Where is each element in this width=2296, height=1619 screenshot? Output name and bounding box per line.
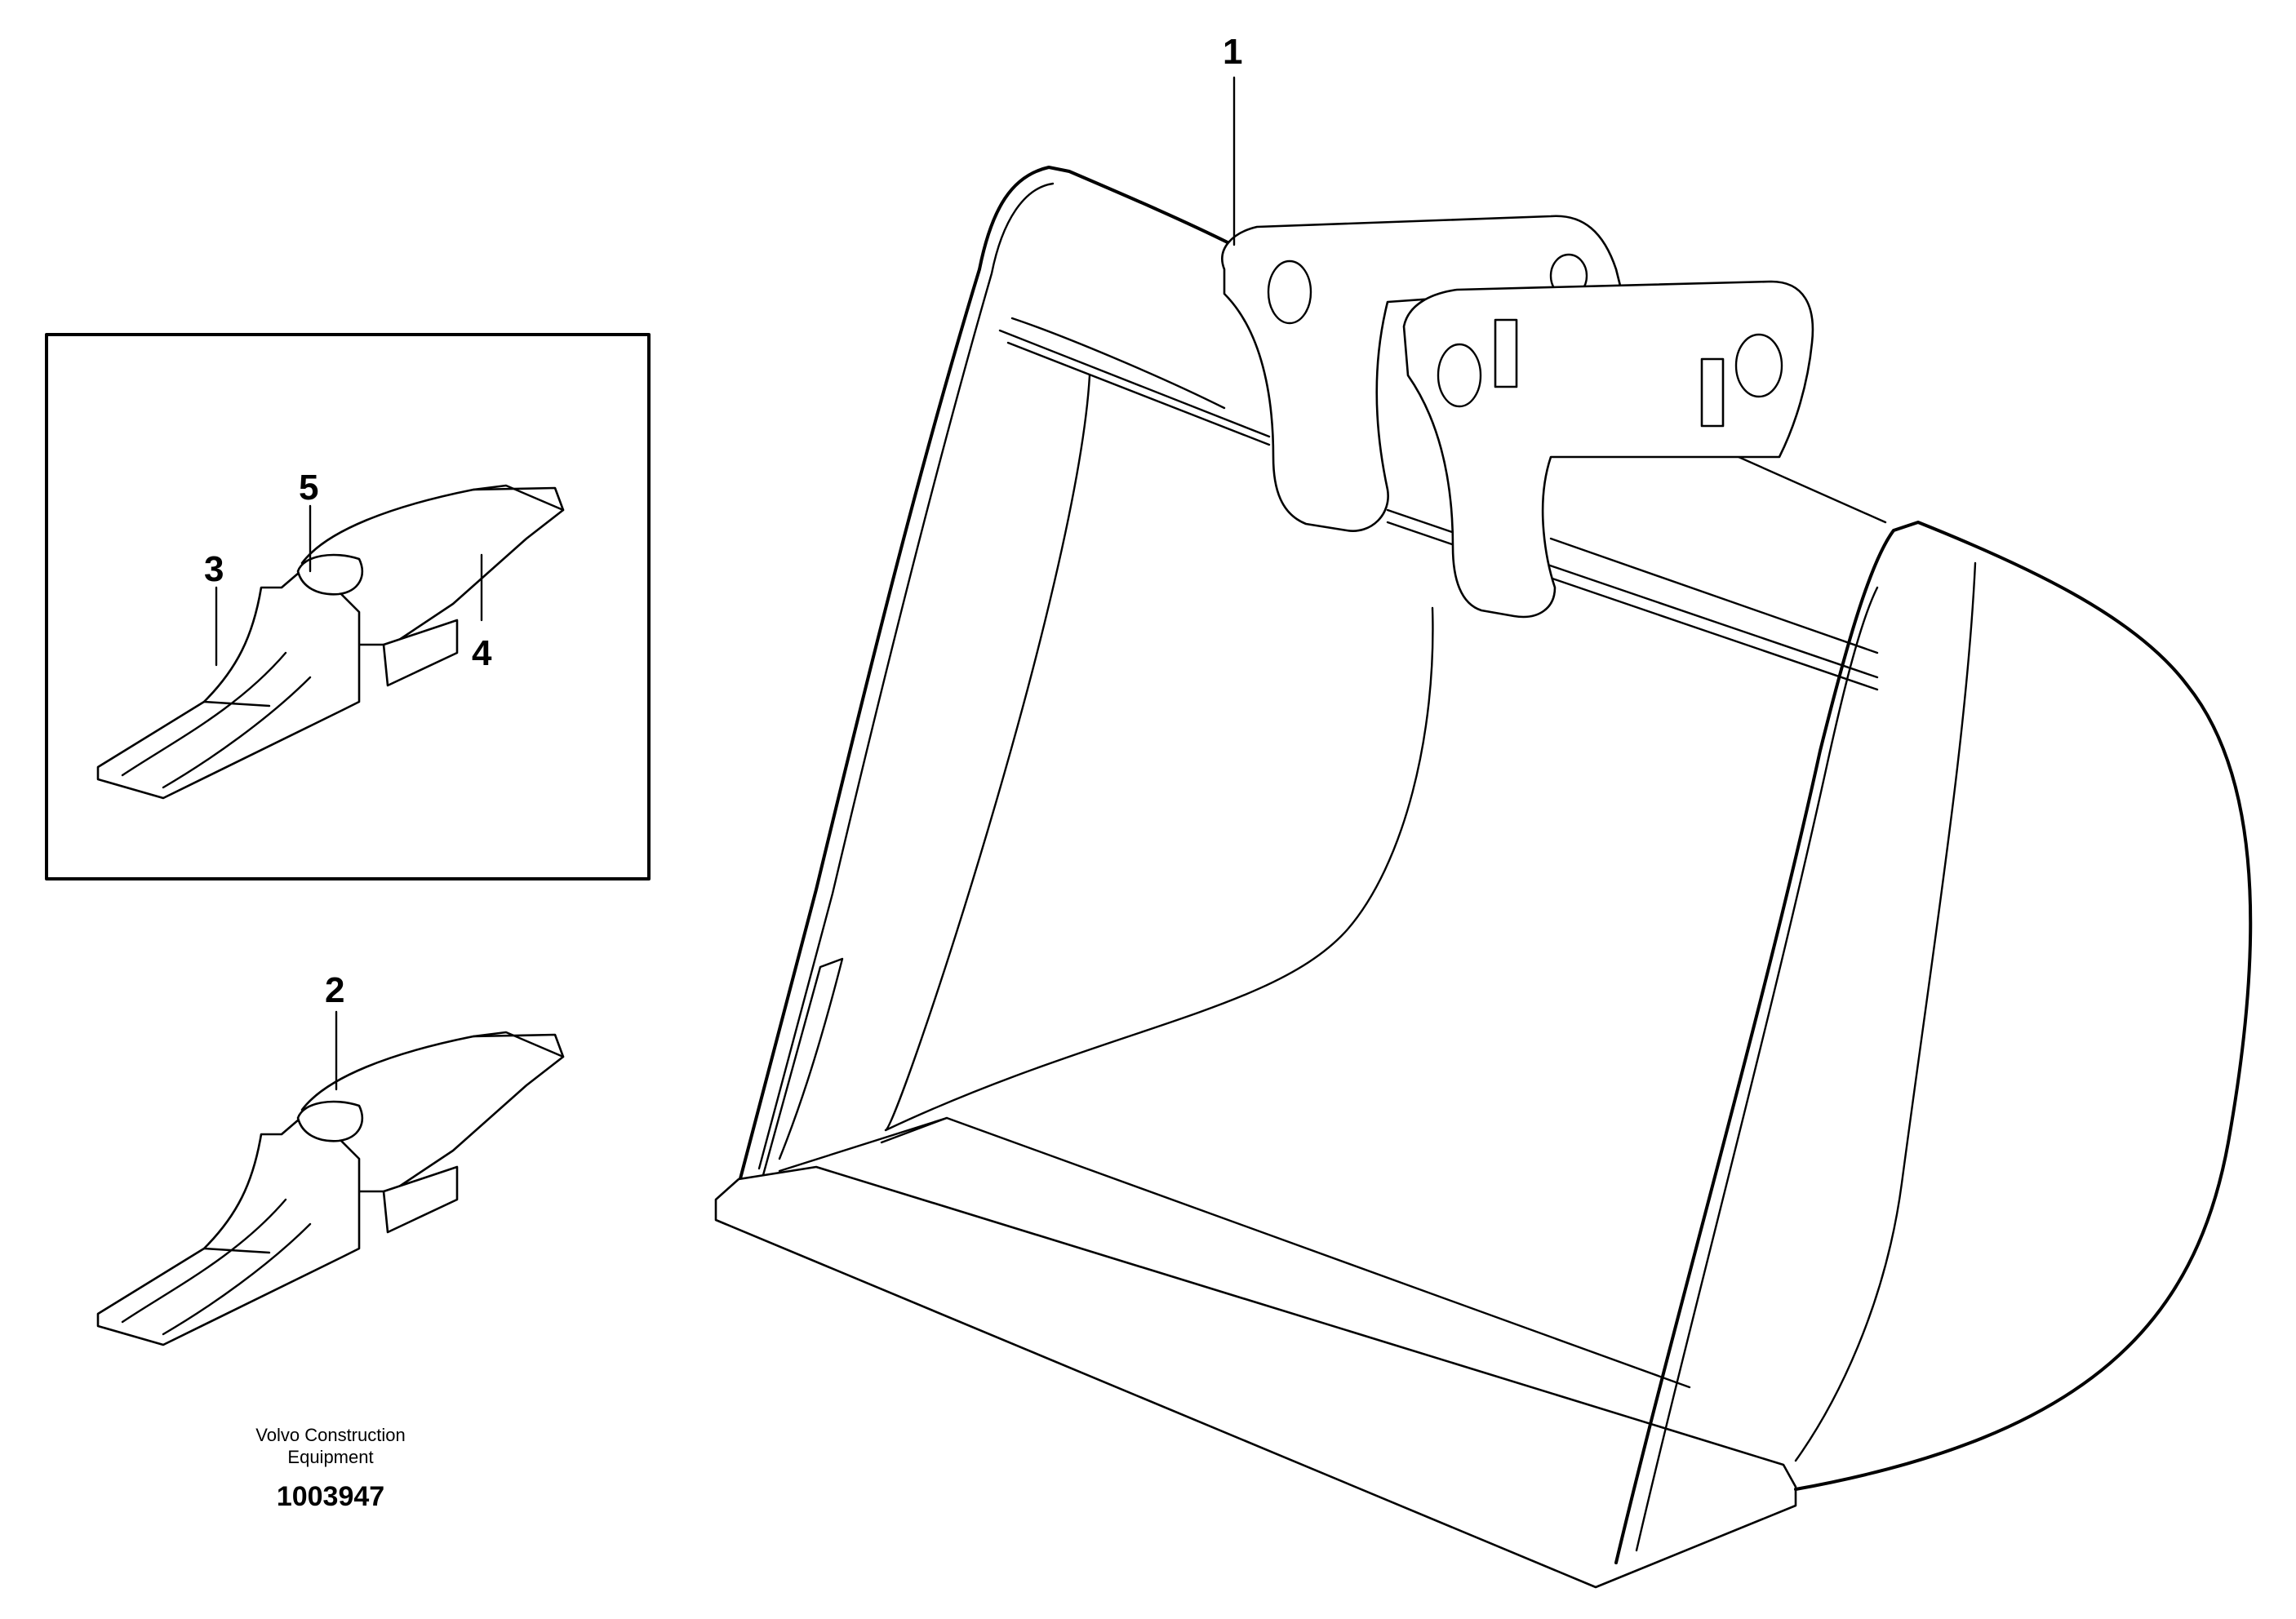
caption-company-line1: Volvo Construction (255, 1425, 405, 1445)
bucket-left-reinforce (762, 957, 844, 1177)
bucket-cutting-edge (714, 1165, 1797, 1589)
callout-1: 1 (1223, 32, 1242, 72)
tooth-tip-single-lines (121, 1198, 312, 1336)
tooth-assembly-single (96, 1031, 565, 1346)
bucket-inner-back-curve (884, 374, 1434, 1132)
caption-company-line2: Equipment (287, 1447, 373, 1467)
tooth-tip-single (96, 1108, 361, 1346)
bucket-right-side-edge (1794, 561, 1977, 1462)
caption-drawing-number: 1003947 (277, 1481, 384, 1512)
callout-3: 3 (204, 549, 224, 589)
bucket-left-bracket (1221, 215, 1622, 532)
tooth-adapter-single-top (472, 1031, 565, 1058)
bucket-right-side-plate (1614, 521, 2253, 1564)
bucket-right-bracket-lug-2 (1700, 357, 1725, 428)
bucket-right-bracket-lug-1 (1494, 318, 1518, 388)
bucket (714, 166, 2253, 1589)
bucket-floor-line-2 (880, 1116, 948, 1144)
tooth-adapter-detail-top (472, 484, 565, 512)
callout-5: 5 (299, 468, 318, 508)
bucket-top-tube (998, 329, 1879, 691)
callout-2: 2 (325, 970, 344, 1010)
bucket-right-bracket (1402, 280, 1814, 619)
tooth-pin-single (296, 1100, 364, 1142)
tooth-adapter-single (300, 1033, 565, 1193)
bucket-right-side-inner (1635, 586, 1879, 1552)
bucket-right-bracket-pin-hole-2 (1734, 333, 1783, 398)
tooth-detail-frame (45, 333, 651, 880)
tooth-adapter-detail (300, 486, 565, 646)
tooth-tip-detail (96, 561, 361, 800)
tooth-assembly-detail (96, 484, 565, 800)
bucket-left-side-inner (757, 182, 1055, 1170)
tooth-adapter-single-leg (382, 1165, 459, 1234)
callout-4: 4 (472, 633, 492, 673)
tooth-tip-detail-lines (121, 651, 312, 789)
bucket-left-side-plate (737, 166, 1234, 1187)
bucket-left-bracket-pin-hole-1 (1267, 259, 1312, 325)
bucket-right-bracket-pin-hole-1 (1437, 343, 1482, 408)
tooth-pin-detail (296, 553, 364, 596)
tooth-adapter-detail-leg (382, 619, 459, 687)
